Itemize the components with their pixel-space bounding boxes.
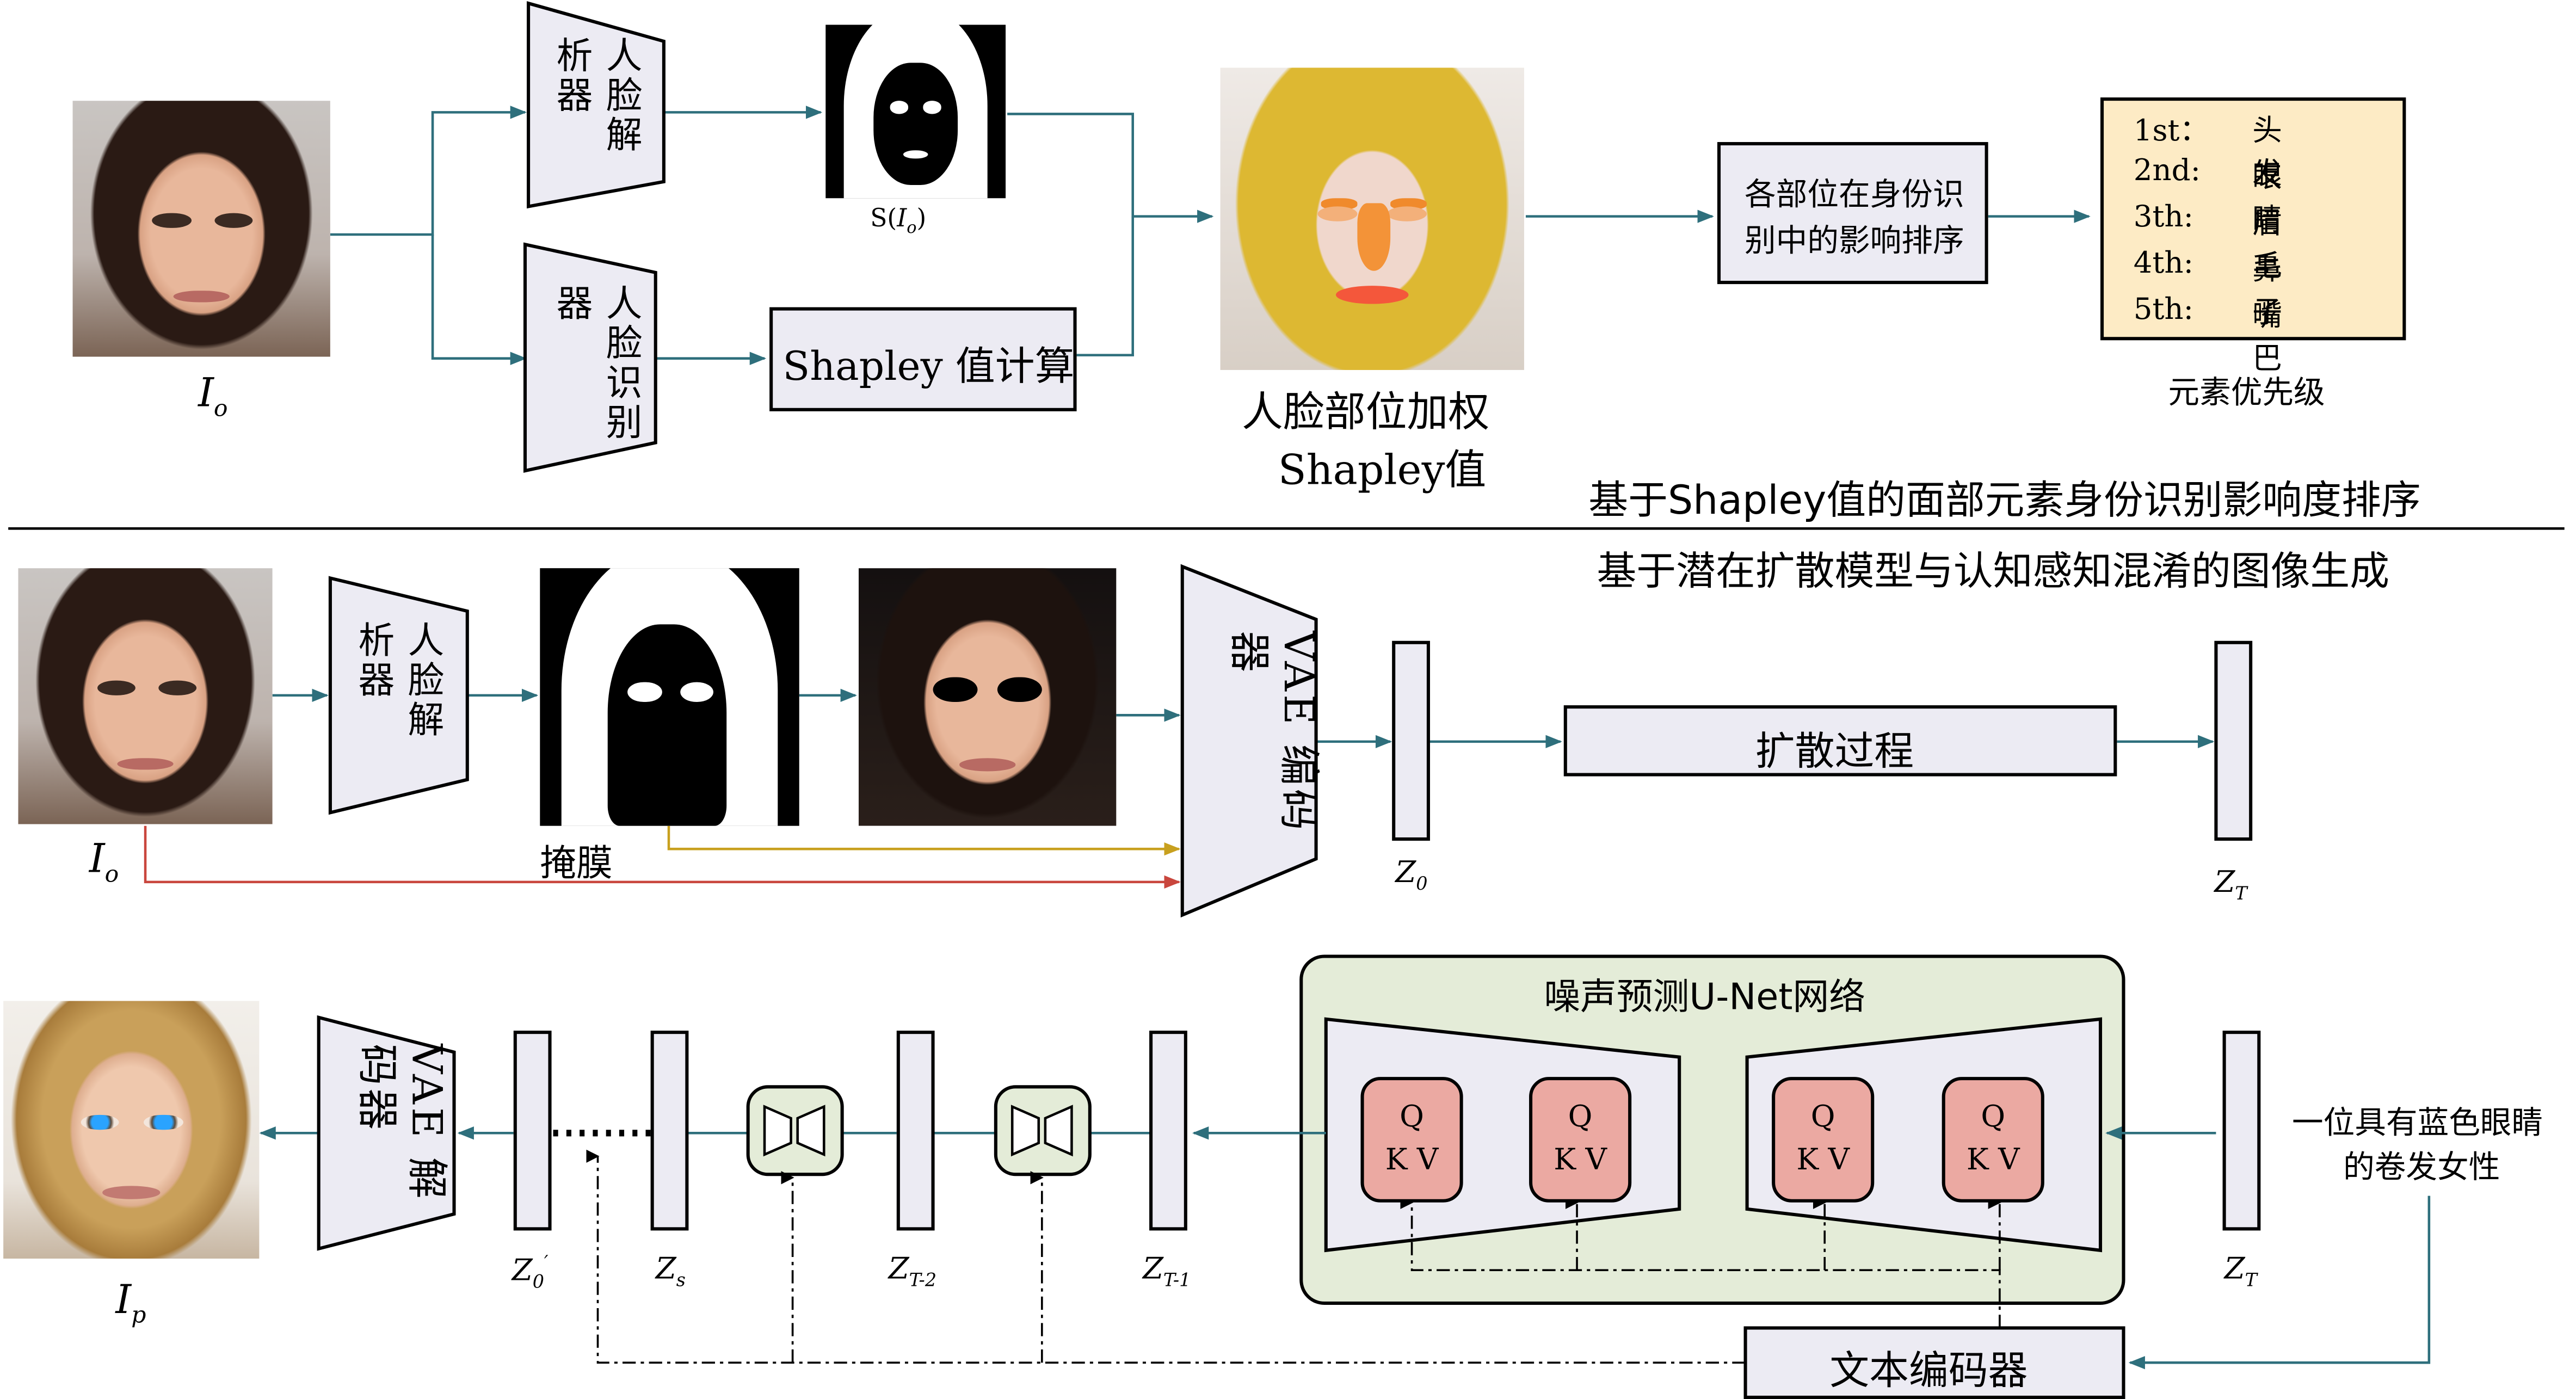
shapley-compute-box: Shapley 值计算 (769, 307, 1077, 411)
edge-mask-to-weighted (1007, 113, 1214, 223)
priority-row: 4th:鼻子 (2133, 246, 2282, 331)
z0-label: Z0 (1395, 855, 1428, 895)
latent-z0 (1392, 640, 1430, 841)
latent-zt-bottom (2222, 1031, 2261, 1231)
vae-encoder-label: VAE 编码器 (1225, 631, 1323, 834)
diffusion-process-box: 扩散过程 (1563, 705, 2117, 776)
input-face-photo-mid (18, 568, 273, 824)
priority-list: 1st：头发 2nd:眼睛 3th:眉毛 4th:鼻子 5th:嘴巴 (2100, 97, 2406, 377)
segmentation-mask-mid (540, 568, 799, 826)
masked-face-photo (858, 568, 1117, 826)
vae-decoder-trapezoid (317, 1015, 456, 1251)
priority-row: 2nd:眼睛 (2133, 153, 2282, 238)
edge-shapley-to-weighted (1076, 216, 1135, 356)
latent-z0-prime (513, 1031, 552, 1231)
input-label-mid: Io (89, 835, 119, 889)
segmentation-mask-top (825, 24, 1006, 199)
zt2-label: ZT-2 (888, 1252, 937, 1291)
parser-label-mid: 人脸解析器 (352, 621, 443, 740)
vae-decoder-label: VAE 解码器 (353, 1044, 451, 1202)
priority-row: 3th:眉毛 (2133, 200, 2282, 285)
prompt-line-2: 的卷发女性 (2343, 1149, 2500, 1186)
edge-input-to-recognizer (431, 235, 527, 365)
zt-label-bottom: ZT (2224, 1252, 2257, 1291)
latent-zt2 (896, 1031, 935, 1231)
zt-label-mid: ZT (2214, 865, 2247, 905)
edge-input-to-vae (144, 825, 1181, 889)
input-face-photo-top (72, 101, 330, 357)
priority-row: 1st：头发 (2133, 114, 2282, 192)
latent-zs (650, 1031, 689, 1231)
cond-to-zs (586, 1149, 1746, 1364)
edge-input-to-parser (330, 106, 527, 236)
edge-prompt-to-text-encoder (2128, 1195, 2431, 1370)
cond-to-unet (1400, 1195, 2001, 1328)
vae-encoder-trapezoid (1180, 564, 1318, 918)
parser-trapezoid-mid (328, 576, 469, 815)
denoise-block-2 (994, 1085, 1092, 1176)
recognizer-trapezoid (523, 242, 657, 473)
prompt-line-1: 一位具有蓝色眼睛 (2292, 1105, 2543, 1142)
weighted-label-1: 人脸部位加权 (1242, 388, 1490, 436)
ranking-box: 各部位在身份识别中的影响排序 (1717, 142, 1988, 285)
section-title-middle: 基于潜在扩散模型与认知感知混淆的图像生成 (1597, 548, 2390, 595)
mask-label-top: S(Io) (870, 203, 927, 238)
unet-title: 噪声预测U-Net网络 (1544, 977, 1866, 1019)
priority-caption: 元素优先级 (2168, 375, 2325, 411)
latent-zt-mid (2214, 640, 2253, 841)
text-encoder-box (1743, 1326, 2125, 1399)
zt1-label: ZT-1 (1142, 1252, 1191, 1291)
section-title-top: 基于Shapley值的面部元素身份识别影响度排序 (1588, 477, 2421, 524)
parser-trapezoid-top (527, 1, 665, 209)
latent-zt1 (1149, 1031, 1187, 1231)
parser-label-top: 人脸解析器 (550, 36, 641, 156)
edge-mask-to-vae (667, 825, 1181, 856)
priority-row: 5th:嘴巴 (2133, 292, 2282, 377)
mask-label-mid: 掩膜 (540, 844, 613, 885)
weighted-shapley-image (1220, 67, 1524, 370)
output-face-photo (3, 1001, 260, 1259)
denoise-block-1 (746, 1085, 844, 1176)
recognizer-label: 人脸识别器 (550, 284, 641, 443)
z0-prime-label: Z0′ (511, 1252, 549, 1293)
input-label-top: Io (198, 369, 228, 423)
weighted-label-2: Shapley值 (1278, 446, 1487, 494)
output-label: Ip (115, 1277, 146, 1329)
text-encoder-label: 文本编码器 (1829, 1347, 2028, 1394)
zs-label: Zs (655, 1252, 686, 1291)
